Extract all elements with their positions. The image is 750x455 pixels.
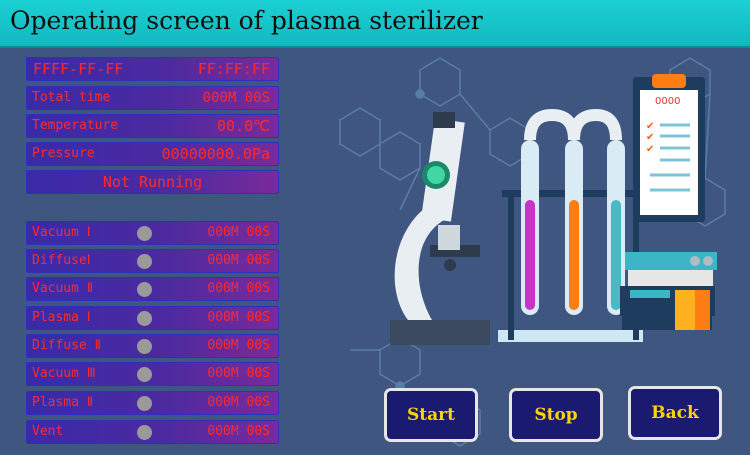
stage-indicator-icon	[137, 339, 152, 354]
status-value: 00000000.0Pa	[161, 145, 270, 163]
clipboard-number: 0000	[655, 96, 680, 107]
title-bar: Operating screen of plasma sterilizer	[0, 0, 750, 48]
test-tubes-icon	[498, 108, 643, 342]
stage-row: Diffuse Ⅱ 000M 00S	[26, 334, 279, 358]
svg-text:✔: ✔	[646, 144, 654, 155]
stop-button[interactable]: Stop	[509, 388, 603, 442]
clipboard-icon: 0000 ✔✔✔	[633, 74, 705, 222]
lab-illustration: 0000 ✔✔✔	[339, 57, 726, 447]
stage-row: Vacuum Ⅰ 000M 00S	[26, 221, 279, 245]
stage-time: 000M 00S	[207, 366, 270, 381]
stage-indicator-icon	[137, 282, 152, 297]
stage-label: Vacuum Ⅱ	[32, 281, 94, 296]
stage-label: DiffuseⅠ	[32, 253, 91, 268]
stage-time: 000M 00S	[207, 310, 270, 325]
microscope-icon	[390, 112, 490, 345]
status-label: Pressure	[32, 146, 95, 161]
stage-row: Vacuum Ⅲ 000M 00S	[26, 362, 279, 386]
running-state-row: Not Running	[26, 170, 279, 194]
status-value: 000M 00S	[202, 90, 270, 106]
stage-indicator-icon	[137, 367, 152, 382]
status-row: Pressure 00000000.0Pa	[26, 142, 279, 166]
running-state: Not Running	[102, 173, 203, 191]
stage-row: Plasma Ⅱ 000M 00S	[26, 391, 279, 415]
svg-text:✔: ✔	[646, 132, 654, 143]
stage-row: DiffuseⅠ 000M 00S	[26, 249, 279, 273]
status-row: Total time 000M 00S	[26, 86, 279, 110]
stage-label: Vacuum Ⅲ	[32, 366, 96, 381]
clock: FF:FF:FF	[197, 60, 270, 78]
stage-label: Vent	[32, 424, 64, 439]
stage-row: Vent 000M 00S	[26, 420, 279, 444]
stage-time: 000M 00S	[207, 395, 270, 410]
start-button[interactable]: Start	[384, 388, 478, 442]
stage-time: 000M 00S	[207, 225, 270, 240]
status-label: Total time	[32, 90, 111, 105]
books-icon	[620, 252, 717, 330]
status-row: Temperature 00.0℃	[26, 114, 279, 138]
stage-indicator-icon	[137, 425, 152, 440]
stage-indicator-icon	[137, 311, 152, 326]
stage-indicator-icon	[137, 254, 152, 269]
status-label: Temperature	[32, 118, 119, 133]
stage-row: Vacuum Ⅱ 000M 00S	[26, 277, 279, 301]
stage-row: Plasma Ⅰ 000M 00S	[26, 306, 279, 330]
stage-label: Diffuse Ⅱ	[32, 338, 102, 353]
back-button[interactable]: Back	[628, 386, 722, 440]
device-id-row: FFFF-FF-FF FF:FF:FF	[26, 57, 279, 81]
stage-label: Plasma Ⅱ	[32, 395, 94, 410]
stage-label: Plasma Ⅰ	[32, 310, 91, 325]
stage-time: 000M 00S	[207, 253, 270, 268]
svg-text:✔: ✔	[646, 121, 654, 132]
stage-label: Vacuum Ⅰ	[32, 225, 91, 240]
stage-indicator-icon	[137, 226, 152, 241]
page-title: Operating screen of plasma sterilizer	[10, 6, 483, 35]
status-value: 00.0℃	[217, 117, 270, 135]
stage-time: 000M 00S	[207, 338, 270, 353]
device-id: FFFF-FF-FF	[33, 60, 124, 78]
stage-indicator-icon	[137, 396, 152, 411]
stage-time: 000M 00S	[207, 281, 270, 296]
stage-time: 000M 00S	[207, 424, 270, 439]
